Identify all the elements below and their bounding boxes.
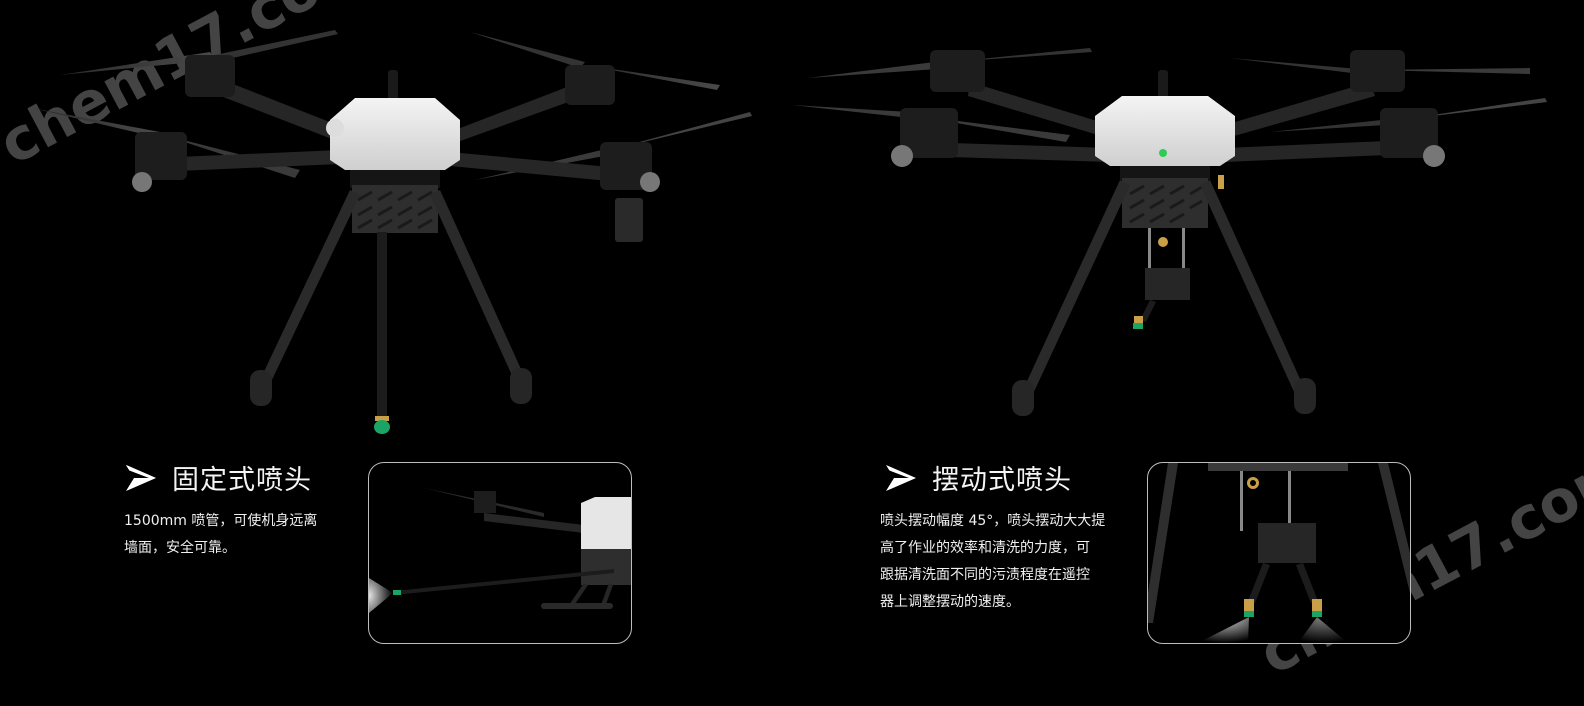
description-line: 墙面，安全可靠。 <box>124 540 236 556</box>
fixed-nozzle-heading: 固定式喷头 <box>124 458 312 497</box>
fixed-nozzle-inset-image <box>368 462 632 644</box>
swing-nozzle-description: 喷头摆动幅度 45°，喷头摆动大大提 高了作业的效率和清洗的力度，可 跟据清洗面… <box>880 508 1130 616</box>
description-line: 高了作业的效率和清洗的力度，可 <box>880 540 1090 556</box>
fixed-nozzle-title: 固定式喷头 <box>172 465 312 496</box>
description-line: 跟据清洗面不同的污渍程度在遥控 <box>880 567 1090 583</box>
description-line: 喷头摆动幅度 45°，喷头摆动大大提 <box>880 513 1106 529</box>
swing-nozzle-heading: 摆动式喷头 <box>884 458 1072 497</box>
swing-nozzle-title: 摆动式喷头 <box>932 465 1072 496</box>
fixed-nozzle-description: 1500mm 喷管，可使机身远离 墙面，安全可靠。 <box>124 508 344 562</box>
description-line: 器上调整摆动的速度。 <box>880 594 1020 610</box>
arrow-right-icon <box>126 464 156 491</box>
description-line: 1500mm 喷管，可使机身远离 <box>124 513 318 529</box>
fixed-nozzle-drone-image <box>32 30 752 434</box>
swing-nozzle-drone-image <box>792 48 1547 416</box>
arrow-right-icon <box>886 464 916 491</box>
swing-nozzle-inset-image <box>1147 462 1411 644</box>
